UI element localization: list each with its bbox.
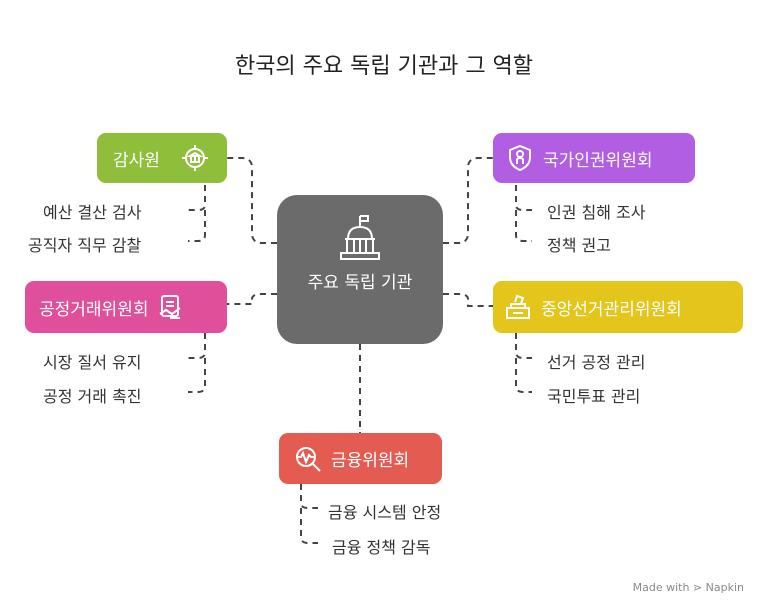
- leaf-human-rights-1: 인권 침해 조사: [547, 203, 646, 222]
- node-financial-label: 금융위원회: [331, 451, 410, 471]
- center-label: 주요 독립 기관: [307, 273, 413, 293]
- connector-election: [443, 293, 493, 307]
- connector-human-rights: [443, 157, 493, 244]
- ballot-box-icon: [501, 290, 535, 324]
- bank-target-icon: [178, 141, 212, 175]
- leaf-audit-1: 예산 결산 검사: [43, 203, 142, 222]
- node-audit-label: 감사원: [113, 150, 160, 171]
- connector-audit: [227, 157, 277, 244]
- node-human-rights: 국가인권위원회: [493, 133, 695, 183]
- center-node: 주요 독립 기관: [277, 195, 443, 344]
- shield-person-icon: [503, 141, 537, 175]
- node-fair-trade: 공정거래위원회: [25, 281, 227, 333]
- leaf-fair-trade-2: 공정 거래 촉진: [43, 387, 142, 406]
- node-audit: 감사원: [97, 133, 227, 183]
- node-fair-trade-label: 공정거래위원회: [39, 299, 149, 320]
- leaf-fair-trade-1: 시장 질서 유지: [43, 353, 142, 372]
- leaf-human-rights-2: 정책 권고: [547, 236, 611, 255]
- pulse-magnifier-icon: [291, 442, 325, 476]
- leaf-election-2: 국민투표 관리: [547, 387, 641, 406]
- node-election: 중앙선거관리위원회: [493, 281, 743, 333]
- node-election-label: 중앙선거관리위원회: [541, 299, 682, 320]
- node-financial: 금융위원회: [279, 433, 442, 484]
- capitol-building-icon: [335, 213, 385, 267]
- node-human-rights-label: 국가인권위원회: [543, 150, 653, 171]
- napkin-branding: Made with ⋗ Napkin: [632, 581, 744, 594]
- handshake-document-icon: [154, 290, 188, 324]
- leaf-financial-1: 금융 시스템 안정: [328, 503, 442, 522]
- leaf-financial-2: 금융 정책 감독: [332, 538, 431, 557]
- page-title: 한국의 주요 독립 기관과 그 역할: [234, 54, 534, 79]
- leaf-audit-2: 공직자 직무 감찰: [28, 236, 142, 255]
- connector-fair-trade: [227, 293, 277, 305]
- leaf-election-1: 선거 공정 관리: [547, 353, 646, 372]
